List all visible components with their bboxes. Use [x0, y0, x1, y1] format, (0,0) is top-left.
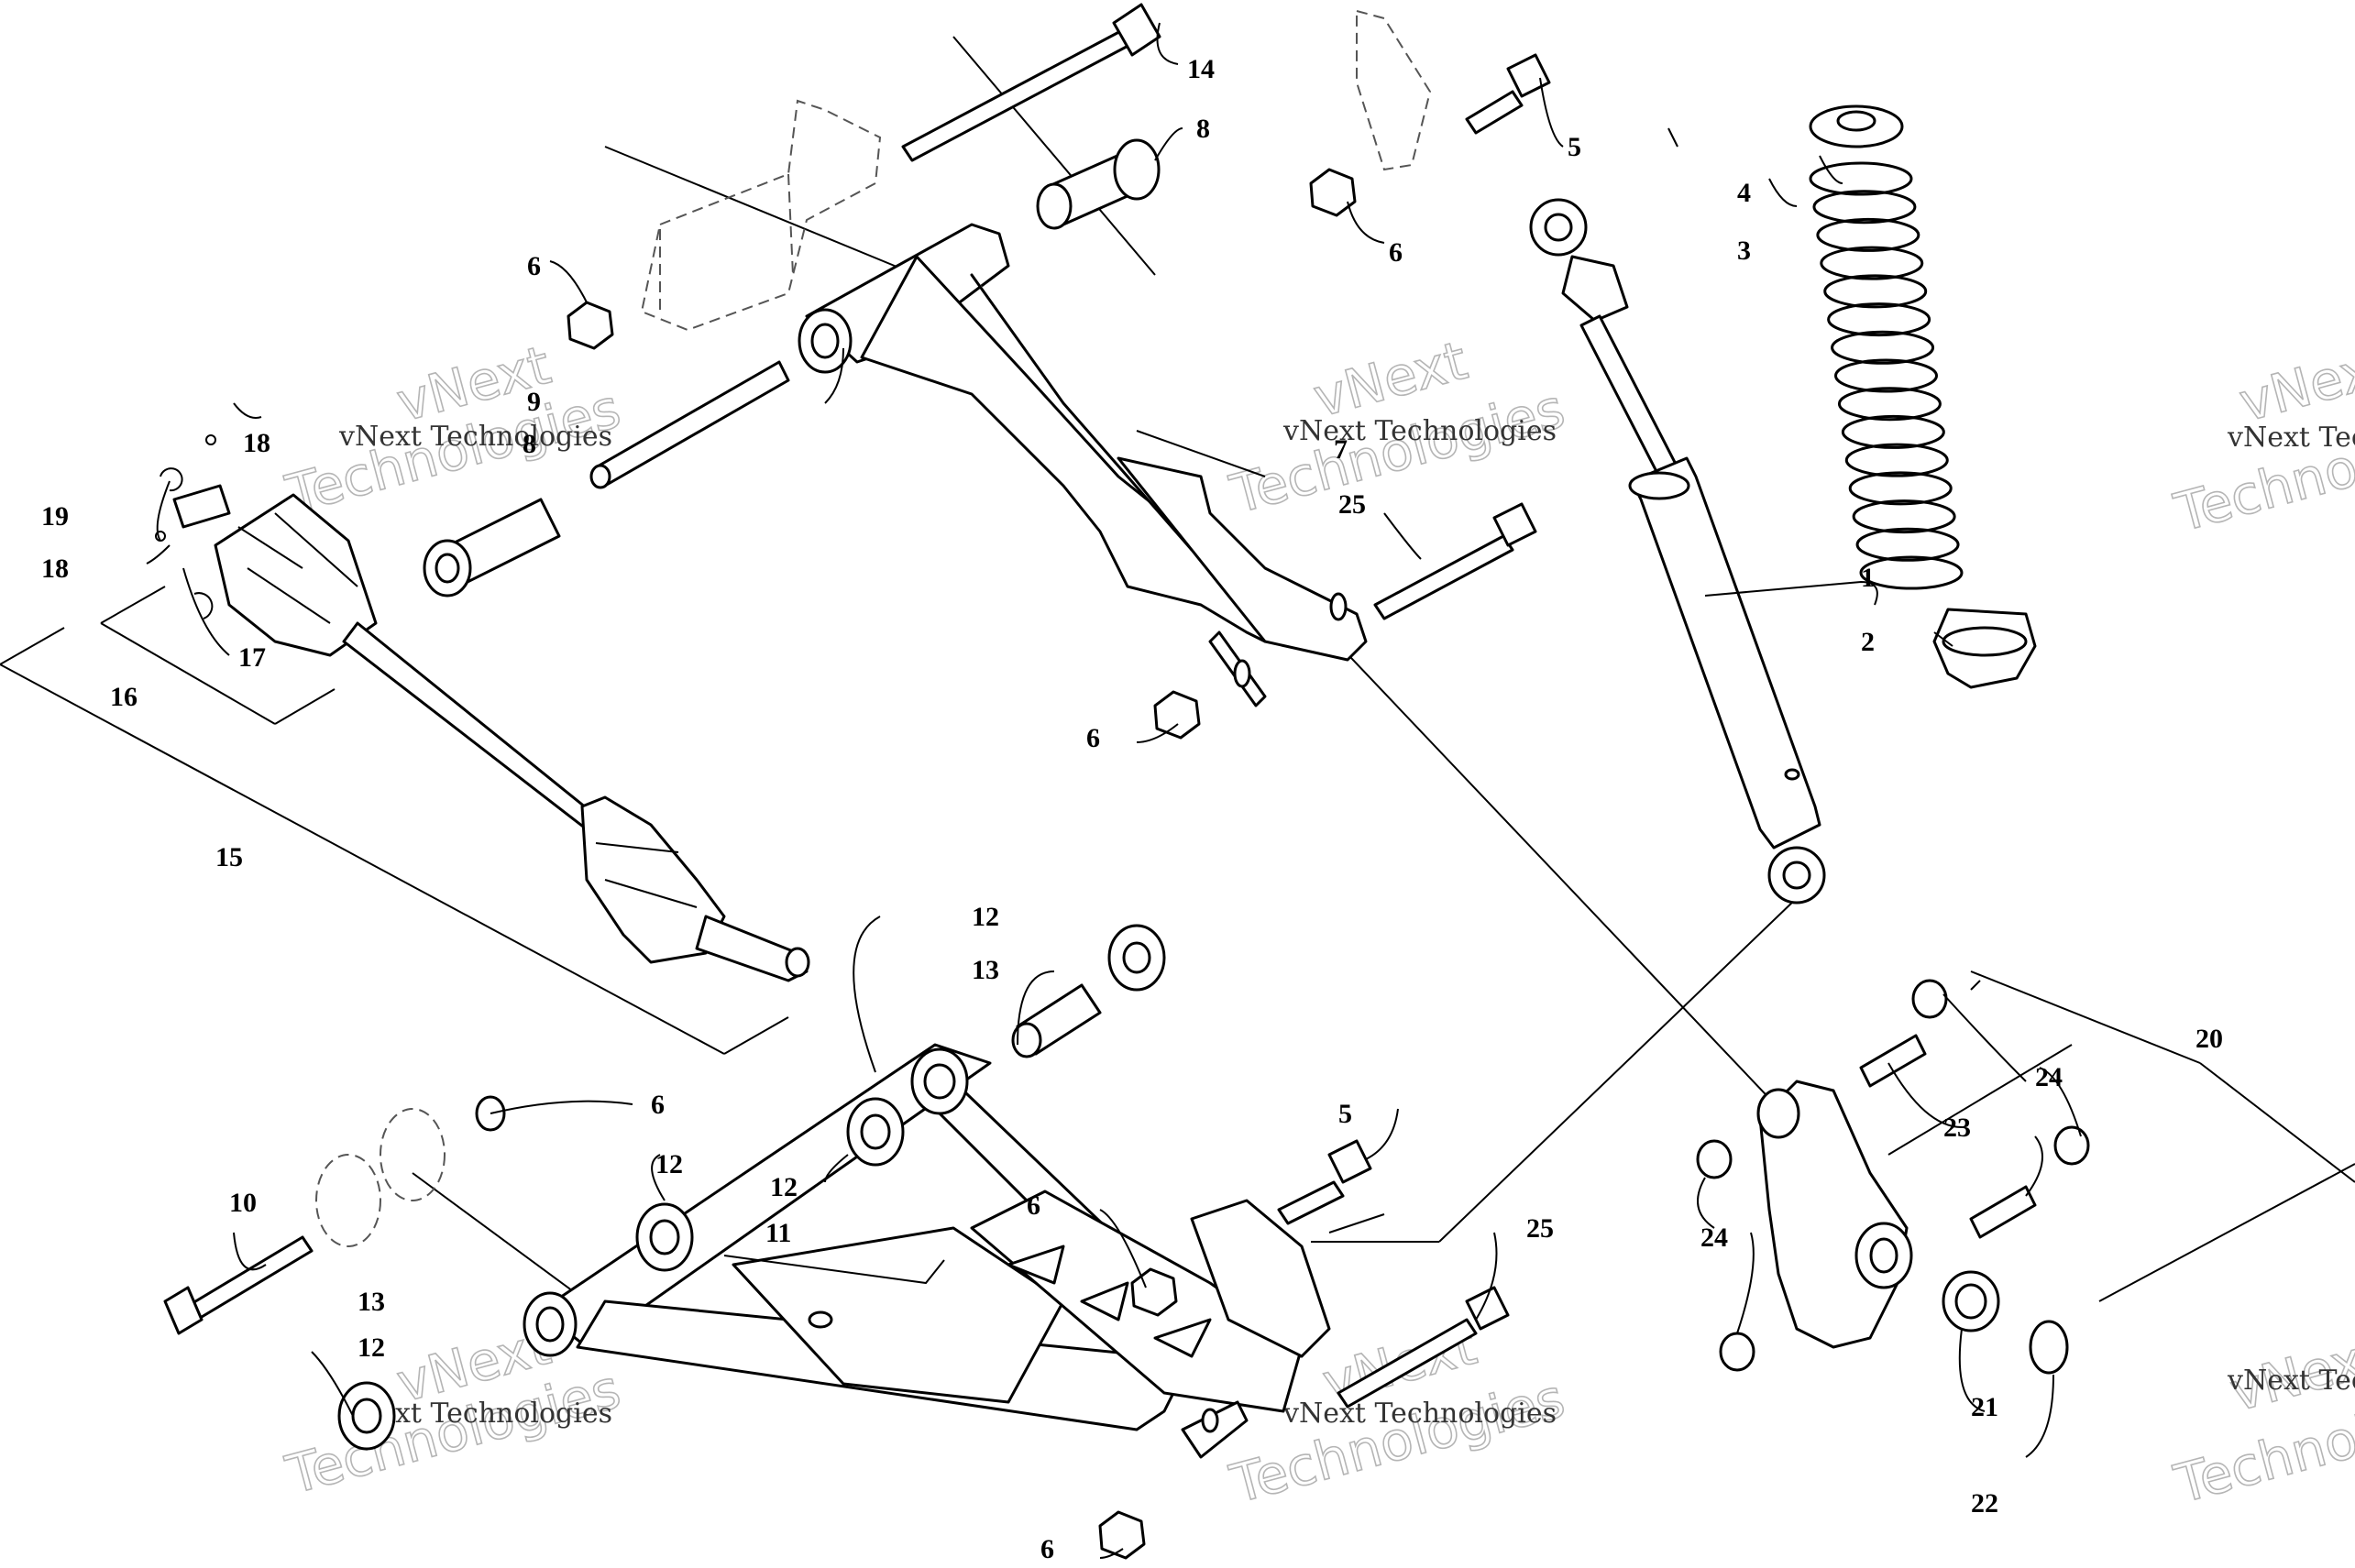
bushings-24: [1696, 979, 2090, 1372]
callout-2: 2: [1861, 627, 1875, 657]
callout-20: 20: [2195, 1024, 2223, 1054]
spring-seat: [1932, 608, 2037, 689]
bushing-12-mid: [846, 1097, 905, 1167]
callout-1: 1: [1861, 563, 1875, 593]
callout-17: 17: [238, 642, 266, 673]
callout-25-upper: 25: [1338, 489, 1366, 520]
upper-a-arm: [798, 223, 1368, 707]
spring-coil: [1812, 190, 1917, 225]
callout-9: 9: [527, 387, 541, 417]
frame-bracket-shock: [1356, 9, 1432, 171]
callout-3: 3: [1737, 236, 1751, 266]
spring-coil: [1855, 527, 1960, 562]
spring-coil: [1820, 246, 1924, 280]
sleeve-9: [589, 360, 790, 489]
callout-labels: 1 2 3 4 5 5 6 6 6 6 6 6 7 8 8 9 10 11 12…: [41, 54, 2223, 1564]
callout-16: 16: [110, 682, 138, 712]
snap-ring-22: [2029, 1320, 2069, 1375]
coil-spring: [1809, 161, 1964, 590]
spring-coil: [1827, 302, 1931, 337]
watermark-small: vNext Technologies: [338, 421, 612, 453]
callout-19: 19: [41, 501, 69, 532]
callout-13-bottom: 13: [358, 1287, 385, 1317]
spring-retainer: [1809, 104, 1904, 148]
callout-7: 7: [1334, 434, 1348, 465]
snap-rings: [155, 434, 216, 620]
spring-coil: [1841, 414, 1945, 449]
spring-coil: [1844, 443, 1949, 477]
nut-6-upper-mid: [1153, 690, 1201, 740]
callout-12-bottom: 12: [358, 1332, 385, 1363]
watermark-small: vNext Technologies: [2227, 422, 2355, 454]
callout-13-top: 13: [972, 955, 999, 985]
callout-11: 11: [765, 1218, 791, 1248]
callout-15: 15: [215, 842, 243, 872]
callout-5-lower: 5: [1338, 1099, 1352, 1129]
bushing-12-lower: [635, 1202, 694, 1272]
bushing-8-upper: [1036, 138, 1161, 230]
watermark-small: vNext Technologies: [2227, 1365, 2355, 1397]
bushing-12-top: [1107, 924, 1166, 992]
callout-22: 22: [1971, 1488, 1998, 1519]
leader-bracket-16: [100, 586, 336, 725]
watermark-vnext: vNext: [2233, 334, 2355, 434]
bolt-14: [901, 3, 1161, 162]
sleeves-23: [1859, 1034, 2037, 1239]
callout-6-upper-mid: 6: [1086, 723, 1100, 753]
callout-4: 4: [1737, 178, 1751, 208]
callout-8-upper: 8: [1196, 114, 1210, 144]
leader-lines: [146, 22, 2082, 1559]
callout-24-left: 24: [1700, 1223, 1728, 1253]
shock-absorber: [1529, 198, 1826, 905]
callout-6-upper-left: 6: [527, 251, 541, 281]
watermark-small: vNext Technologies: [1282, 1398, 1557, 1430]
spring-coil: [1859, 555, 1964, 590]
watermark-small: vNext Technologies: [1282, 415, 1557, 447]
spring-coil: [1852, 499, 1956, 534]
callout-6-lower-left: 6: [651, 1090, 665, 1120]
bushing-12-bottom: [337, 1381, 396, 1451]
spring-coil: [1831, 330, 1935, 365]
frame-bracket-upper: [640, 99, 882, 332]
callout-8-left: 8: [523, 429, 536, 459]
bolt-25-upper: [1373, 502, 1537, 620]
spring-coil: [1848, 471, 1953, 506]
callout-12-top: 12: [972, 902, 999, 932]
cv-axle: [172, 484, 810, 982]
nut-6-lower-bottom: [1098, 1510, 1146, 1560]
callout-5-upper: 5: [1568, 132, 1581, 162]
spring-coil: [1837, 387, 1942, 422]
callout-24-right: 24: [2035, 1062, 2063, 1092]
callout-21: 21: [1971, 1392, 1998, 1422]
callout-25-lower: 25: [1526, 1213, 1554, 1244]
rocker-arm: [1756, 1080, 1913, 1349]
callout-6-shock: 6: [1389, 237, 1403, 268]
callout-18-top: 18: [243, 428, 270, 458]
bolt-5-upper: [1465, 53, 1551, 135]
callout-23: 23: [1943, 1113, 1971, 1143]
callout-12-mid: 12: [770, 1172, 798, 1202]
bearing-21: [1942, 1270, 2000, 1332]
callout-6-lower-mid: 6: [1027, 1190, 1040, 1221]
callout-12-right: 12: [655, 1149, 683, 1179]
leader-bracket-15: [0, 627, 789, 1055]
sleeve-13-top: [1011, 983, 1102, 1058]
spring-coil: [1809, 161, 1913, 196]
nut-6-upper-left: [567, 301, 614, 350]
bolt-10: [163, 1235, 314, 1335]
bushing-8-left: [423, 498, 561, 598]
bolt-5-lower: [1277, 1139, 1372, 1225]
callout-6-lower-bottom: 6: [1040, 1534, 1054, 1564]
callout-10: 10: [229, 1188, 257, 1218]
leader-bracket-20: [1970, 970, 2355, 1302]
spring-coil: [1834, 358, 1938, 393]
callout-18-bottom: 18: [41, 554, 69, 584]
spring-coil: [1816, 217, 1920, 252]
center-lines: [412, 36, 2073, 1302]
spring-coil: [1823, 274, 1928, 309]
callout-14: 14: [1187, 54, 1215, 84]
nut-6-shock: [1309, 168, 1357, 217]
frame-bracket-lower: [315, 1108, 446, 1247]
